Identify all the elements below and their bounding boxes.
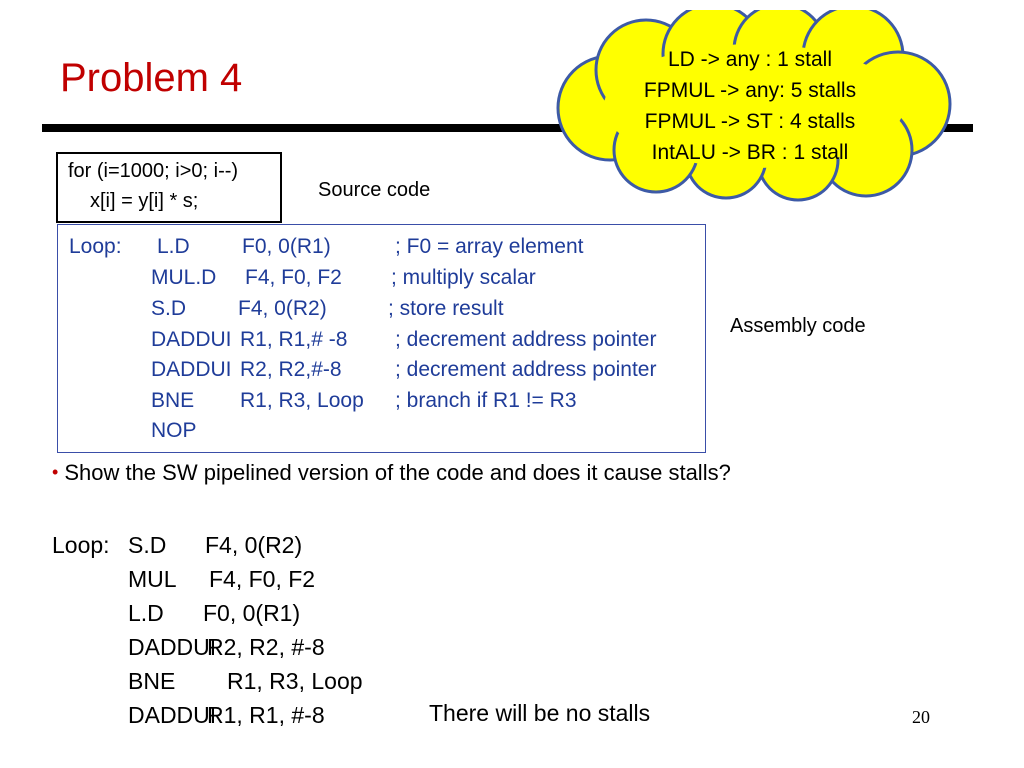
- asm-op: S.D: [151, 297, 187, 320]
- solution-args: R1, R3, Loop: [227, 668, 363, 694]
- source-line: for (i=1000; i>0; i--): [68, 160, 239, 182]
- cloud-line: FPMUL -> any: 5 stalls: [643, 79, 857, 102]
- loop-label: Loop:: [69, 235, 122, 258]
- asm-comment: ; branch if R1 != R3: [395, 389, 577, 412]
- asm-op: NOP: [151, 419, 197, 442]
- solution-args: F4, 0(R2): [205, 532, 303, 558]
- solution-op: S.D: [128, 532, 167, 558]
- solution-args: F0, 0(R1): [203, 600, 301, 626]
- solution-args: F4, F0, F2: [209, 566, 316, 592]
- title-divider: [42, 124, 973, 132]
- page-number: 20: [912, 707, 930, 727]
- cloud-line: FPMUL -> ST : 4 stalls: [644, 110, 856, 133]
- solution-op: L.D: [128, 600, 164, 626]
- source-line: x[i] = y[i] * s;: [90, 190, 199, 212]
- bullet-marker: •: [52, 462, 59, 482]
- asm-comment: ; decrement address pointer: [395, 328, 657, 351]
- assembly-code-box: Loop: L.D F0, 0(R1) ; F0 = array element…: [57, 224, 706, 453]
- solution-note: There will be no stalls: [429, 700, 651, 726]
- asm-comment: ; decrement address pointer: [395, 358, 657, 381]
- asm-comment: ; multiply scalar: [391, 266, 536, 289]
- asm-args: R1, R3, Loop: [240, 389, 364, 412]
- solution-args: R1, R1, #-8: [207, 702, 325, 728]
- asm-args: F4, F0, F2: [245, 266, 342, 289]
- source-code-caption: Source code: [318, 179, 431, 201]
- asm-args: R2, R2,#-8: [240, 358, 342, 381]
- question-text: Show the SW pipelined version of the cod…: [64, 460, 731, 485]
- cloud-line: IntALU -> BR : 1 stall: [651, 141, 849, 164]
- asm-args: F4, 0(R2): [238, 297, 327, 320]
- slide-title: Problem 4: [60, 56, 243, 100]
- question-bullet: •Show the SW pipelined version of the co…: [52, 460, 731, 486]
- asm-op: MUL.D: [151, 266, 217, 289]
- asm-op: L.D: [157, 235, 190, 258]
- solution-op: BNE: [128, 668, 176, 694]
- asm-op: BNE: [151, 389, 195, 412]
- asm-op: DADDUI: [151, 328, 232, 351]
- cloud-shape: [556, 10, 952, 202]
- assembly-code-caption: Assembly code: [730, 315, 866, 337]
- asm-comment: ; F0 = array element: [395, 235, 584, 258]
- solution-op: DADDUI: [128, 702, 217, 728]
- solution-loop-label: Loop:: [52, 532, 110, 558]
- asm-comment: ; store result: [388, 297, 504, 320]
- asm-args: F0, 0(R1): [242, 235, 331, 258]
- cloud-line: LD -> any : 1 stall: [668, 48, 832, 71]
- solution-args: R2, R2, #-8: [207, 634, 325, 660]
- solution-op: MUL: [128, 566, 177, 592]
- stall-rules-cloud: LD -> any : 1 stall FPMUL -> any: 5 stal…: [548, 10, 960, 202]
- solution-op: DADDUI: [128, 634, 217, 660]
- source-code-box: for (i=1000; i>0; i--) x[i] = y[i] * s;: [56, 152, 282, 223]
- asm-args: R1, R1,# -8: [240, 328, 348, 351]
- asm-op: DADDUI: [151, 358, 232, 381]
- cloud-text: LD -> any : 1 stall FPMUL -> any: 5 stal…: [628, 44, 872, 168]
